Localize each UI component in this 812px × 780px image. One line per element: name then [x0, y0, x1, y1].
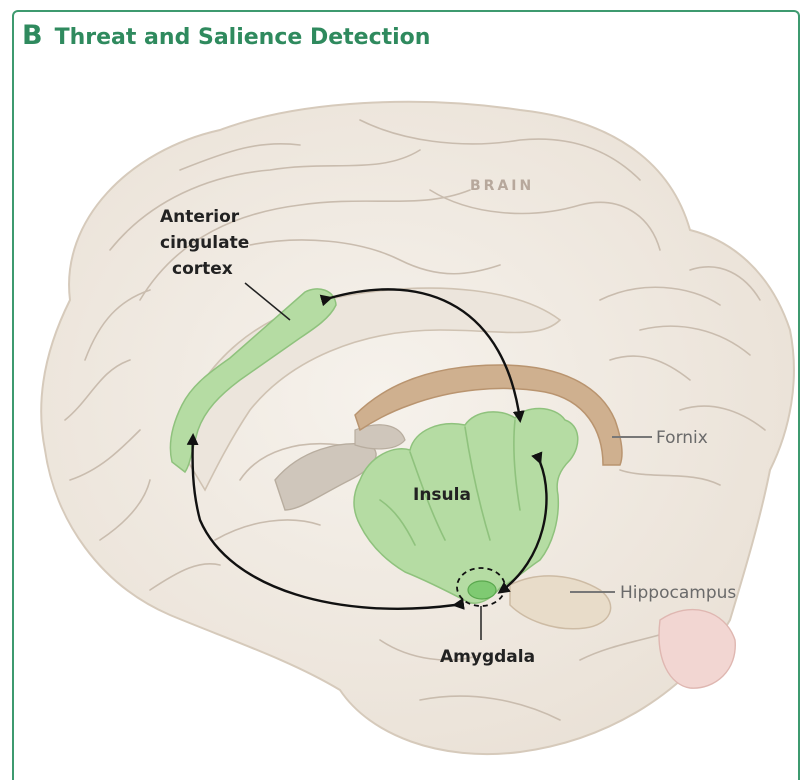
amygdala-label: Amygdala: [440, 647, 535, 667]
fornix-label: Fornix: [656, 428, 708, 448]
brain-label: BRAIN: [470, 178, 534, 194]
insula-label: Insula: [413, 485, 471, 505]
acc-label-line1: Anterior: [160, 207, 240, 227]
acc-label-line2: cingulate: [160, 233, 249, 253]
acc-label-line3: cortex: [172, 259, 233, 279]
cerebellum: [659, 610, 735, 689]
hippocampus-label: Hippocampus: [620, 583, 736, 603]
amygdala: [468, 581, 496, 599]
